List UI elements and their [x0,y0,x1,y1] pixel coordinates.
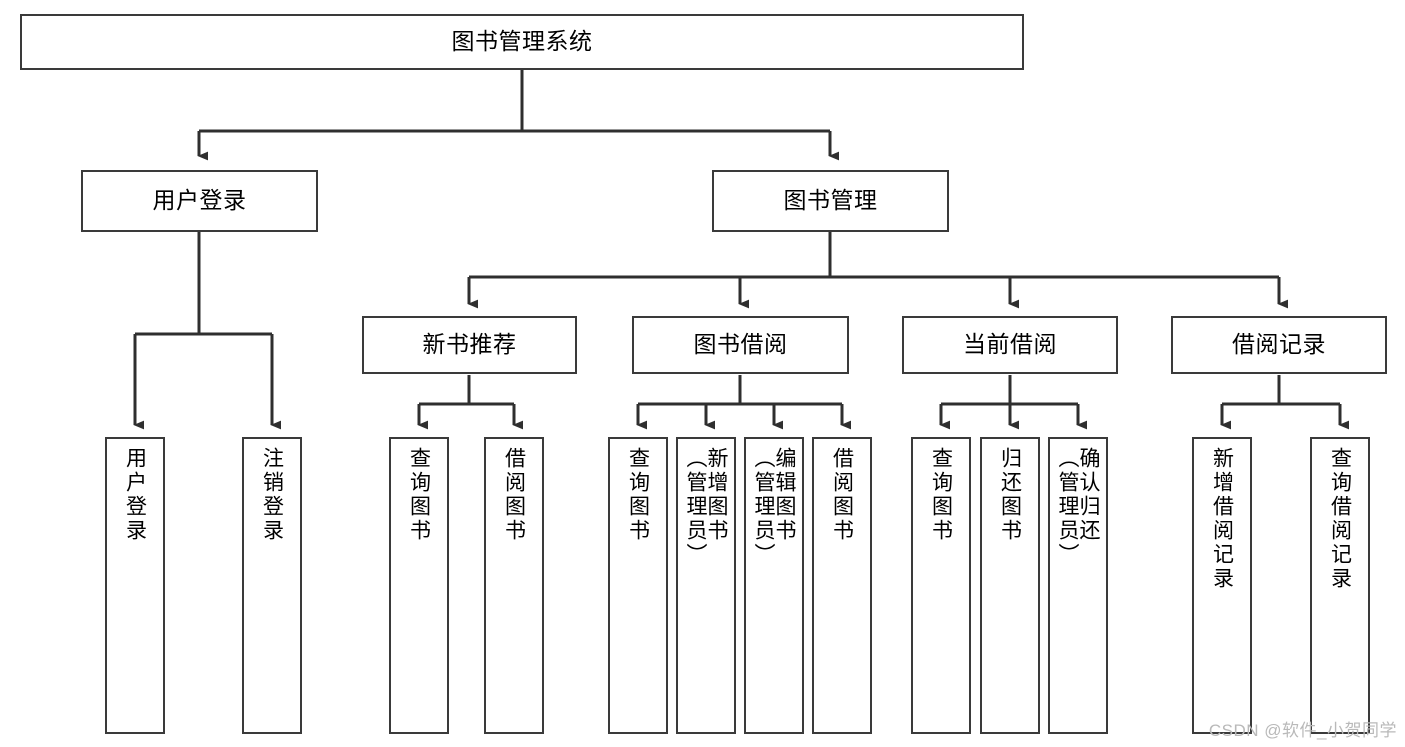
node-label: 新增借阅记录 [1210,447,1234,591]
connector-group-borrow-record [1220,375,1349,430]
node-label: 新书推荐 [422,331,517,358]
node-label: 借阅记录 [1232,331,1326,358]
leaf-current-confirm-return-admin[interactable]: 确认归还 （管理员） [1048,437,1108,734]
node-label: 查询图书 [929,447,953,543]
node-label: 借阅图书 [502,447,526,543]
connector-group-user-login [133,232,281,430]
node-label: 查询借阅记录 [1328,447,1352,591]
node-label: 查询图书 [407,447,431,543]
node-borrowing-record[interactable]: 借阅记录 [1171,316,1387,374]
connector-group-current-borrow [939,375,1087,430]
leaf-borrow-edit-book-admin[interactable]: 编辑图书 （管理员） [744,437,804,734]
node-label: 图书借阅 [693,331,788,358]
leaf-record-add-borrow-record[interactable]: 新增借阅记录 [1192,437,1252,734]
node-label: 图书管理 [783,187,878,214]
leaf-new-book-borrow-book[interactable]: 借阅图书 [484,437,544,734]
leaf-borrow-query-book[interactable]: 查询图书 [608,437,668,734]
node-current-borrowing[interactable]: 当前借阅 [902,316,1118,374]
leaf-user-login[interactable]: 用户登录 [105,437,165,734]
leaf-current-query-book[interactable]: 查询图书 [911,437,971,734]
leaf-new-book-query-book[interactable]: 查询图书 [389,437,449,734]
node-label: 借阅图书 [830,447,854,543]
leaf-record-query-borrow-record[interactable]: 查询借阅记录 [1310,437,1370,734]
leaf-logout[interactable]: 注销登录 [242,437,302,734]
node-book-borrowing[interactable]: 图书借阅 [632,316,849,374]
node-label: 新增图书 （管理员） [684,447,728,567]
connector-group-new-book [417,375,523,430]
node-user-login[interactable]: 用户登录 [81,170,318,232]
leaf-current-return-book[interactable]: 归还图书 [980,437,1040,734]
node-label: 归还图书 [998,447,1022,543]
node-new-book-recommendation[interactable]: 新书推荐 [362,316,577,374]
node-label: 注销登录 [260,447,284,543]
node-label: 用户登录 [152,187,247,214]
node-label: 确认归还 （管理员） [1056,447,1100,567]
connector-group-book-manage [467,232,1288,309]
node-label: 编辑图书 （管理员） [752,447,796,567]
node-root-book-management-system[interactable]: 图书管理系统 [20,14,1024,70]
connector-group-root [197,70,839,161]
node-label: 用户登录 [123,447,147,543]
leaf-borrow-borrow-book[interactable]: 借阅图书 [812,437,872,734]
node-label: 当前借阅 [963,331,1057,358]
connector-group-book-borrow [636,375,851,430]
node-label: 查询图书 [626,447,650,543]
node-book-management[interactable]: 图书管理 [712,170,949,232]
leaf-borrow-add-book-admin[interactable]: 新增图书 （管理员） [676,437,736,734]
node-label: 图书管理系统 [451,28,593,55]
